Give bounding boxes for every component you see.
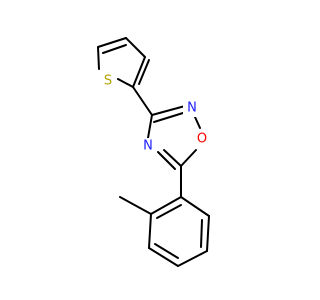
bond-s-c2 bbox=[117, 78, 134, 88]
oxadiazole-ring bbox=[147, 105, 201, 170]
bond-c4-c5 bbox=[97, 37, 127, 48]
bond-ph4-ph5-double bbox=[154, 243, 179, 259]
bond-c3-n2 bbox=[151, 105, 186, 116]
bond-ph2-ph3 bbox=[206, 215, 210, 252]
bond-c3-n2-double bbox=[153, 112, 184, 123]
nitrogen-n4-label: N bbox=[143, 139, 153, 154]
bond-c5-n4 bbox=[163, 149, 182, 167]
bond-o1-c5 bbox=[180, 149, 197, 167]
bond-c5-n4-double bbox=[157, 151, 176, 170]
oxygen-label: O bbox=[197, 132, 207, 147]
sulfur-label: S bbox=[104, 74, 112, 89]
bond-c2-c3-double bbox=[138, 59, 150, 85]
atom-label-sulfur: S bbox=[100, 72, 116, 90]
atom-label-n4: N bbox=[139, 138, 157, 155]
bond-thiophene-oxadiazole bbox=[132, 86, 153, 116]
bond-ph6-ph1-double bbox=[156, 204, 182, 219]
nitrogen-n2-label: N bbox=[187, 101, 197, 116]
bond-c5-s bbox=[97, 46, 100, 70]
molecule-canvas: S N O N bbox=[97, 37, 211, 267]
structure-diagram: S N O N bbox=[97, 37, 211, 267]
bond-n4-c3 bbox=[147, 114, 153, 139]
bond-ph3-ph4 bbox=[177, 250, 208, 267]
tolyl-ring bbox=[148, 196, 210, 267]
bond-ph5-ph6 bbox=[148, 213, 152, 249]
bond-ph6-ph1 bbox=[150, 196, 182, 215]
bond-n2-o1 bbox=[194, 116, 201, 129]
bond-ph1-ph2 bbox=[180, 196, 210, 217]
bond-c2-c3 bbox=[132, 56, 146, 88]
bond-methyl bbox=[119, 196, 152, 215]
atom-label-o1: O bbox=[193, 130, 211, 148]
bond-ph2-ph3-double bbox=[200, 219, 203, 248]
bond-c4-c5-double bbox=[102, 44, 127, 54]
thiophene-ring bbox=[97, 37, 150, 88]
bond-ph4-ph5 bbox=[148, 247, 179, 267]
bond-c3-c4 bbox=[125, 37, 146, 58]
atom-label-n2: N bbox=[183, 100, 201, 117]
